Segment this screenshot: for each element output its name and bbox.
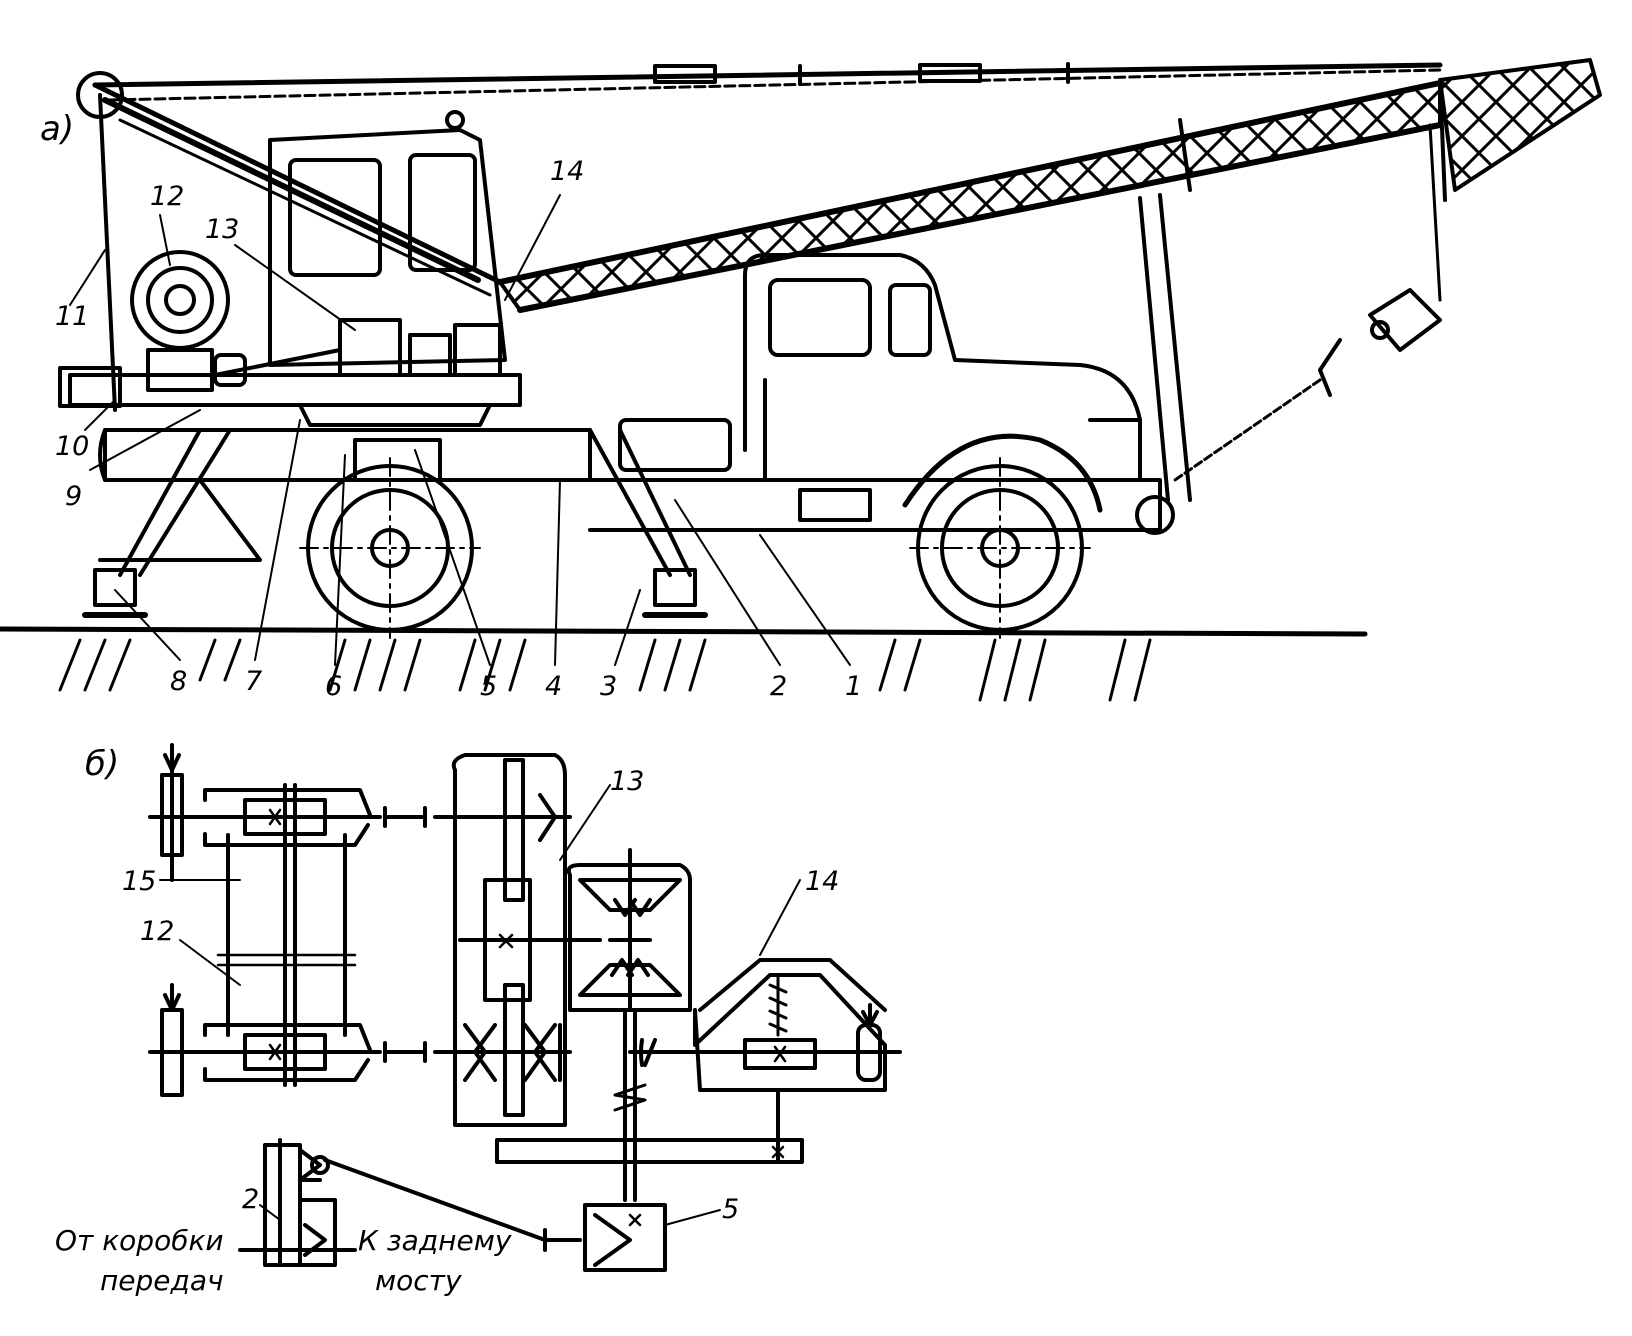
reverse-box-scheme — [566, 848, 692, 1202]
crane-cab — [268, 110, 507, 367]
callouts-b: 15 12 13 14 2 5 — [122, 766, 839, 1225]
winch-drum — [130, 250, 230, 392]
callout-2: 2 — [770, 671, 787, 702]
toolbox — [618, 418, 732, 472]
turntable-platform — [58, 366, 522, 427]
panel-a-label: а) — [40, 109, 74, 149]
callouts-a: 1 2 3 4 5 6 7 8 9 10 11 12 13 14 — [55, 156, 862, 702]
caption-from-gearbox-1: От коробки — [55, 1224, 224, 1257]
ground-line — [0, 626, 1368, 702]
front-wheel — [902, 433, 1175, 639]
boom — [497, 58, 1602, 313]
callout-7: 7 — [245, 666, 262, 697]
outriggers — [82, 428, 708, 618]
callout-leaders-a — [69, 194, 851, 666]
callout-12: 12 — [150, 181, 184, 212]
callout-1: 1 — [845, 671, 862, 702]
callout-b-14: 14 — [805, 866, 839, 897]
caption-to-rear-axle-1: К заднему — [358, 1224, 512, 1257]
bottom-gear-scheme — [495, 1088, 804, 1164]
boom-pendants — [92, 62, 1443, 285]
callout-4: 4 — [545, 671, 562, 702]
callout-8: 8 — [170, 666, 187, 697]
rear-wheel — [299, 457, 481, 639]
power-takeoff-2-scheme — [238, 1138, 547, 1267]
callout-10: 10 — [55, 431, 89, 462]
callout-b-2: 2 — [242, 1184, 259, 1215]
callout-5: 5 — [480, 671, 497, 702]
callout-13: 13 — [205, 214, 239, 245]
callout-6: 6 — [325, 671, 342, 702]
boom-strut — [1138, 193, 1192, 502]
callout-14: 14 — [550, 156, 584, 187]
caption-from-gearbox-2: передач — [100, 1264, 224, 1297]
callout-9: 9 — [65, 481, 82, 512]
callout-b-12: 12 — [140, 916, 174, 947]
panel-b-label: б) — [85, 744, 119, 784]
gearbox-13-scheme — [433, 753, 602, 1127]
callout-3: 3 — [600, 671, 617, 702]
hook-block — [1173, 123, 1442, 482]
caption-to-rear-axle-2: мосту — [375, 1264, 462, 1297]
callout-11: 11 — [55, 301, 89, 332]
slewing-14-scheme — [628, 958, 902, 1092]
callout-b-15: 15 — [122, 866, 156, 897]
slewing-gear-5-scheme — [543, 1203, 667, 1272]
winch-drums-scheme — [148, 743, 427, 1097]
scheme-captions: От коробки передач К заднему мосту — [55, 1224, 512, 1297]
truck-cab — [743, 253, 1142, 522]
callout-b-5: 5 — [722, 1194, 739, 1225]
callout-b-13: 13 — [610, 766, 644, 797]
a-frame — [76, 71, 492, 412]
callout-leaders-b — [159, 784, 801, 1226]
